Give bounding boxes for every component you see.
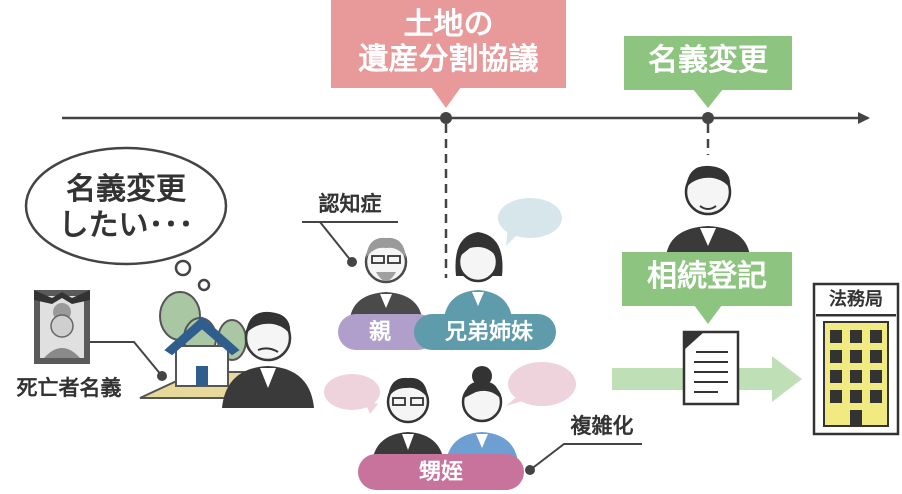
registration-box: [622, 252, 792, 324]
sibling-speech-bubble: [498, 198, 562, 238]
niece-person-icon: [446, 366, 518, 462]
nephew-tag-label: 甥姪: [418, 460, 463, 485]
new-owner-person-icon: [666, 165, 750, 256]
nephew-tag-pill: [358, 454, 524, 490]
complexity-annotation: 複雑化: [570, 414, 634, 438]
sibling-tag-label: 兄弟姉妹: [444, 320, 533, 345]
parent-tag-label: 親: [368, 320, 391, 345]
event1-box: [331, 0, 566, 108]
parent-annotation: 認知症: [318, 192, 382, 216]
deceased-portrait-icon: [34, 290, 90, 364]
document-icon: [682, 330, 740, 406]
registration-label: 相続登記: [647, 259, 767, 294]
sibling-tag-pill: [414, 314, 556, 350]
bureau-label: 法務局: [829, 289, 883, 310]
parent-person-icon: [350, 237, 422, 318]
deceased-pointer: [90, 341, 163, 377]
nephew-person-icon: [372, 377, 444, 462]
complexity-annotation-line: [529, 443, 642, 471]
event2-label: 名義変更: [648, 43, 768, 78]
thought-text: 名義変更 したい･･･: [58, 172, 194, 243]
sibling-person-icon: [444, 232, 512, 318]
event2-box: [624, 36, 792, 108]
heir-person-icon: [222, 311, 314, 408]
event1-label: 土地の 遺産分割協議: [358, 7, 539, 77]
deceased-label: 死亡者名義: [16, 376, 122, 400]
parent-tag-pill: [338, 314, 436, 350]
house-icon: [139, 291, 248, 399]
niece-speech-bubble: [508, 362, 576, 406]
timeline-point-2: [702, 112, 714, 124]
timeline-point-1: [440, 112, 452, 124]
bureau-building-icon: [812, 282, 900, 436]
thought-bubble: [24, 146, 228, 292]
